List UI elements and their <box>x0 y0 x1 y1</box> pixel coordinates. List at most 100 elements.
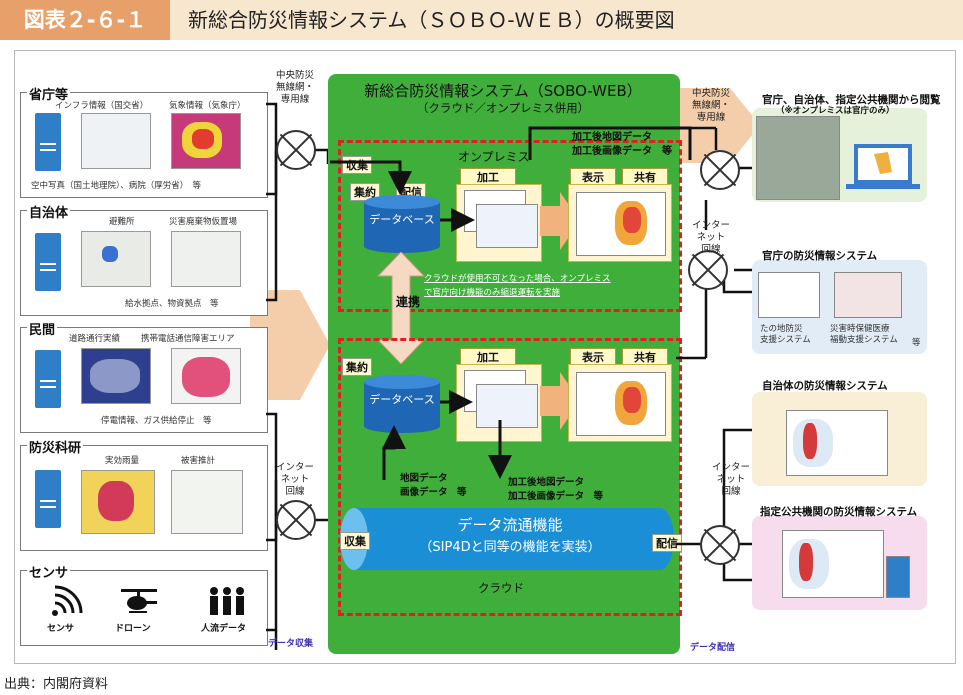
source-research-title: 防災科研 <box>27 437 84 456</box>
drone-icon <box>121 589 157 613</box>
system-flow-arrows <box>330 126 692 480</box>
label-internet-right-lower: インター ネット 回線 <box>712 462 751 497</box>
cloud-label: クラウド <box>478 581 524 595</box>
source-ministries-title: 省庁等 <box>27 84 71 103</box>
line-switch-left-upper <box>276 130 316 170</box>
public-system-phone <box>886 556 910 598</box>
document-icon <box>35 470 61 528</box>
label-central-line-left: 中央防災 無線網・ 専用線 <box>276 70 315 105</box>
waste-map-thumbnail <box>171 231 241 287</box>
label-drone: ドローン <box>115 624 151 634</box>
onprem-process-screen-2 <box>476 204 538 248</box>
damage-map-thumbnail <box>171 470 243 534</box>
source-local-gov-title: 自治体 <box>27 202 71 221</box>
dest-public-system-title: 指定公共機関の防災情報システム <box>760 506 918 518</box>
source-local-gov: 自治体 避難所 災害廃棄物仮置場 給水拠点、物資拠点 等 <box>20 202 268 316</box>
label-water-supply: 給水拠点、物資拠点 等 <box>125 299 219 309</box>
data-flow-title: データ流通機能 <box>457 516 563 534</box>
raw-data-2: 画像データ 等 <box>400 487 467 498</box>
outage-map-thumbnail <box>171 348 241 404</box>
public-system-screen <box>782 530 884 598</box>
processed-bottom-1: 加工後地図データ <box>508 477 585 488</box>
dest-agencies-title: 官庁、自治体、指定公共機関から閲覧 <box>762 94 941 106</box>
link-double-arrow <box>376 252 426 364</box>
source-ministries: 省庁等 インフラ情報（国交省） 気象情報（気象庁） 空中写真（国土地理院）、病院… <box>20 84 268 198</box>
source-sensors: センサ センサ ドローン 人流データ <box>20 562 268 646</box>
label-central-line-right: 中央防災 無線網・ 専用線 <box>692 88 731 123</box>
document-icon <box>35 233 61 291</box>
cloud-share-tag: 共有 <box>622 348 668 366</box>
dest-agencies-view <box>752 108 927 202</box>
label-road-record: 道路通行実績 <box>69 334 121 344</box>
label-sensor: センサ <box>47 624 75 634</box>
onprem-display-map <box>576 192 666 256</box>
laptop-icon <box>846 144 920 189</box>
source-private: 民間 道路通行実績 携帯電話通信障害エリア 停電情報、ガス供給停止 等 <box>20 319 268 433</box>
document-icon <box>35 350 61 408</box>
dest-gov-system-title: 官庁の防災情報システム <box>762 250 878 262</box>
line-switch-right-lower <box>700 525 740 565</box>
sensor-icon <box>52 585 83 616</box>
onprem-aggregate-tag: 集約 <box>350 183 380 201</box>
system-title: 新総合防災情報システム（SOBO-WEB） <box>364 82 642 100</box>
operation-room-photo <box>756 116 840 200</box>
onprem-database-icon <box>364 195 440 253</box>
cloud-display-map <box>576 372 666 436</box>
onprem-box <box>338 140 682 312</box>
label-effective-rain: 実効雨量 <box>105 456 140 466</box>
onprem-process-tag: 加工 <box>460 168 516 186</box>
label-internet-left: インター ネット 回線 <box>276 462 315 497</box>
dest-local-system-title: 自治体の防災情報システム <box>762 380 888 392</box>
label-data-collect: データ収集 <box>268 639 314 649</box>
weather-map-thumbnail <box>171 113 241 169</box>
raw-data-1: 地図データ <box>400 473 448 484</box>
gov-system-screen-1 <box>758 272 820 318</box>
gov-system-right-label: 災害時保健医療 福動支援システム <box>830 324 898 345</box>
source-private-title: 民間 <box>27 319 58 338</box>
line-switch-right-upper <box>700 150 740 190</box>
dest-local-system <box>752 392 927 486</box>
cloud-process-screen-2 <box>476 384 538 428</box>
dest-gov-system: たの地防災 支援システム 災害時保健医療 福動支援システム 等 <box>752 260 927 354</box>
label-data-deliver: データ配信 <box>690 643 736 653</box>
onprem-share-tag: 共有 <box>622 168 668 186</box>
rain-map-thumbnail <box>81 470 155 534</box>
onprem-display-tag: 表示 <box>570 168 616 186</box>
onprem-database-label: データベース <box>369 213 435 226</box>
line-switch-right-middle <box>688 250 728 290</box>
figure-number-badge: 図表２-６-１ <box>0 0 170 40</box>
label-damage-estimate: 被害推計 <box>181 456 216 466</box>
dest-public-system <box>752 516 927 610</box>
source-credit: 出典：内閣府資料 <box>4 677 109 692</box>
label-weather-info: 気象情報（気象庁） <box>169 101 246 111</box>
data-flow-subtitle: （SIP4Dと同等の機能を実装） <box>419 540 601 555</box>
local-system-screen <box>786 410 888 476</box>
document-icon <box>35 113 61 171</box>
gov-system-left-label: たの地防災 支援システム <box>760 324 811 345</box>
onprem-note-1: クラウドが使用不可となった場合、オンプレミス <box>424 274 611 284</box>
cloud-display-tag: 表示 <box>570 348 616 366</box>
system-subtitle: （クラウド／オンプレミス併用） <box>416 101 590 115</box>
gov-system-screen-2 <box>834 272 902 318</box>
cloud-database-label: データベース <box>369 393 435 406</box>
label-infra-info: インフラ情報（国交省） <box>55 101 149 111</box>
label-people-flow: 人流データ <box>201 624 247 634</box>
source-research: 防災科研 実効雨量 被害推計 <box>20 437 268 551</box>
source-sensors-title: センサ <box>27 562 71 581</box>
shelter-map-thumbnail <box>81 231 151 287</box>
road-map-thumbnail <box>81 348 151 404</box>
flow-collect-tag: 収集 <box>340 532 370 550</box>
label-mobile-outage: 携帯電話通信障害エリア <box>141 334 235 344</box>
cloud-aggregate-tag: 集約 <box>342 358 372 376</box>
right-orange-arrow <box>680 88 760 163</box>
gov-system-etc: 等 <box>912 338 921 348</box>
onprem-note-2: で官庁向け機能のみ縮退運転を実施 <box>424 288 561 298</box>
processed-top-1: 加工後地図データ <box>572 132 652 143</box>
infra-map-thumbnail <box>81 113 151 169</box>
link-label: 連携 <box>396 295 421 309</box>
figure-title: 新総合防災情報システム（ＳＯＢＯ-ＷＥＢ）の概要図 <box>188 8 675 32</box>
onprem-label: オンプレミス <box>458 150 530 164</box>
processed-top-2: 加工後画像データ 等 <box>572 146 672 157</box>
label-internet-right-upper: インター ネット 回線 <box>692 220 731 255</box>
label-waste-site: 災害廃棄物仮置場 <box>169 217 238 227</box>
